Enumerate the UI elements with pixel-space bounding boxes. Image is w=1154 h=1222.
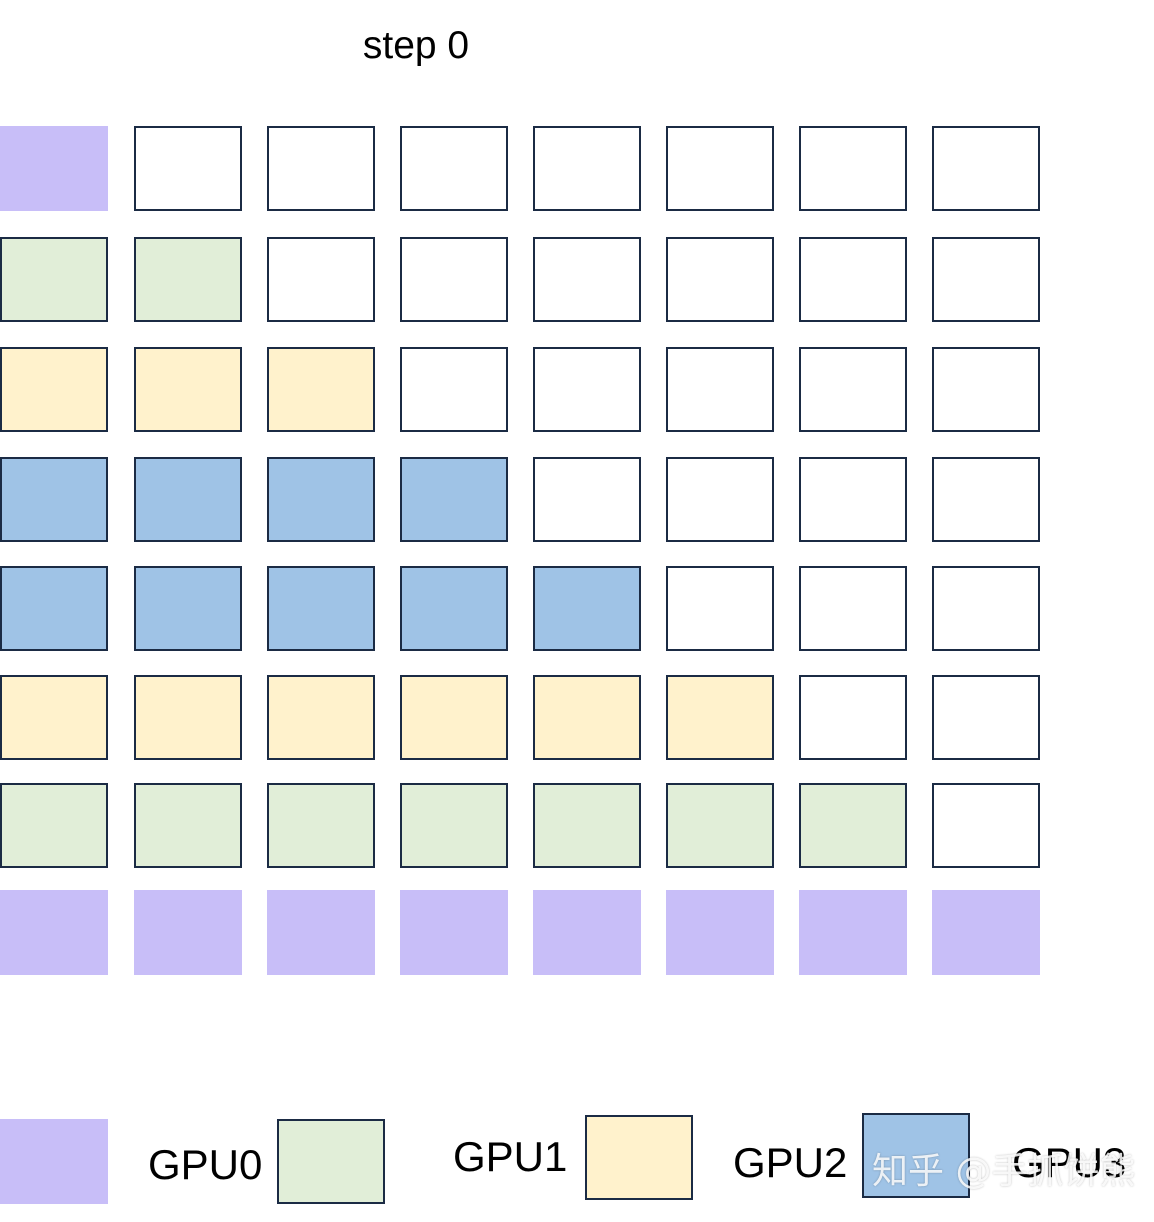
grid-cell-empty — [932, 783, 1040, 868]
legend-swatch-gpu1 — [277, 1119, 385, 1204]
grid-cell-empty — [533, 237, 641, 322]
grid-cell-empty — [533, 457, 641, 542]
grid-cell-gpu1 — [666, 783, 774, 868]
grid-cell-empty — [932, 566, 1040, 651]
grid-cell-empty — [799, 675, 907, 760]
grid-cell-gpu3 — [267, 566, 375, 651]
grid-cell-gpu2 — [134, 675, 242, 760]
grid-cell-gpu3 — [0, 566, 108, 651]
grid-cell-gpu1 — [533, 783, 641, 868]
legend-swatch-gpu3 — [862, 1113, 970, 1198]
grid-cell-gpu3 — [400, 457, 508, 542]
grid-cell-gpu3 — [134, 566, 242, 651]
grid-cell-empty — [666, 566, 774, 651]
legend-label-gpu0: GPU0 — [148, 1141, 263, 1188]
grid-cell-gpu0 — [134, 890, 242, 975]
grid-cell-empty — [533, 347, 641, 432]
grid-cell-empty — [932, 126, 1040, 211]
grid-cell-gpu0 — [267, 890, 375, 975]
grid-cell-gpu3 — [400, 566, 508, 651]
grid-cell-empty — [932, 675, 1040, 760]
grid-cell-gpu0 — [0, 126, 108, 211]
grid-cell-empty — [666, 347, 774, 432]
grid-cell-empty — [932, 237, 1040, 322]
grid-cell-gpu3 — [533, 566, 641, 651]
grid-cell-empty — [666, 126, 774, 211]
grid-cell-empty — [134, 126, 242, 211]
grid-cell-gpu1 — [267, 783, 375, 868]
grid-cell-gpu3 — [0, 457, 108, 542]
grid-cell-gpu2 — [0, 675, 108, 760]
diagram-title: step 0 — [362, 24, 470, 67]
grid-cell-empty — [799, 126, 907, 211]
legend-swatch-gpu0 — [0, 1119, 108, 1204]
grid-cell-gpu1 — [799, 783, 907, 868]
grid-cell-gpu2 — [666, 675, 774, 760]
grid-cell-empty — [533, 126, 641, 211]
legend-label-gpu1: GPU1 — [453, 1133, 568, 1180]
grid-cell-empty — [932, 347, 1040, 432]
allocation-grid — [0, 126, 1040, 975]
watermark-text: 知乎 @手抓饼熊 — [872, 1151, 1136, 1192]
grid-cell-empty — [799, 237, 907, 322]
grid-cell-gpu0 — [799, 890, 907, 975]
grid-cell-empty — [267, 126, 375, 211]
grid-cell-gpu3 — [134, 457, 242, 542]
legend-label-gpu2: GPU2 — [733, 1139, 848, 1186]
grid-cell-gpu1 — [0, 237, 108, 322]
legend-label-gpu3: GPU3 — [1012, 1139, 1127, 1186]
grid-cell-gpu0 — [533, 890, 641, 975]
grid-cell-empty — [932, 457, 1040, 542]
grid-cell-gpu0 — [932, 890, 1040, 975]
grid-cell-gpu2 — [267, 347, 375, 432]
grid-cell-gpu0 — [400, 890, 508, 975]
grid-cell-gpu2 — [400, 675, 508, 760]
legend-swatch-gpu2 — [585, 1115, 693, 1200]
grid-cell-empty — [799, 347, 907, 432]
grid-cell-gpu2 — [0, 347, 108, 432]
grid-cell-gpu1 — [0, 783, 108, 868]
grid-cell-empty — [400, 237, 508, 322]
grid-cell-empty — [666, 457, 774, 542]
grid-cell-gpu3 — [267, 457, 375, 542]
grid-cell-empty — [400, 126, 508, 211]
grid-cell-gpu1 — [134, 237, 242, 322]
grid-cell-gpu2 — [267, 675, 375, 760]
grid-cell-empty — [400, 347, 508, 432]
grid-cell-gpu1 — [400, 783, 508, 868]
grid-cell-empty — [799, 457, 907, 542]
grid-cell-gpu2 — [533, 675, 641, 760]
grid-cell-empty — [666, 237, 774, 322]
grid-cell-gpu2 — [134, 347, 242, 432]
grid-cell-empty — [267, 237, 375, 322]
grid-cell-gpu1 — [134, 783, 242, 868]
grid-cell-empty — [799, 566, 907, 651]
grid-cell-gpu0 — [0, 890, 108, 975]
grid-cell-gpu0 — [666, 890, 774, 975]
